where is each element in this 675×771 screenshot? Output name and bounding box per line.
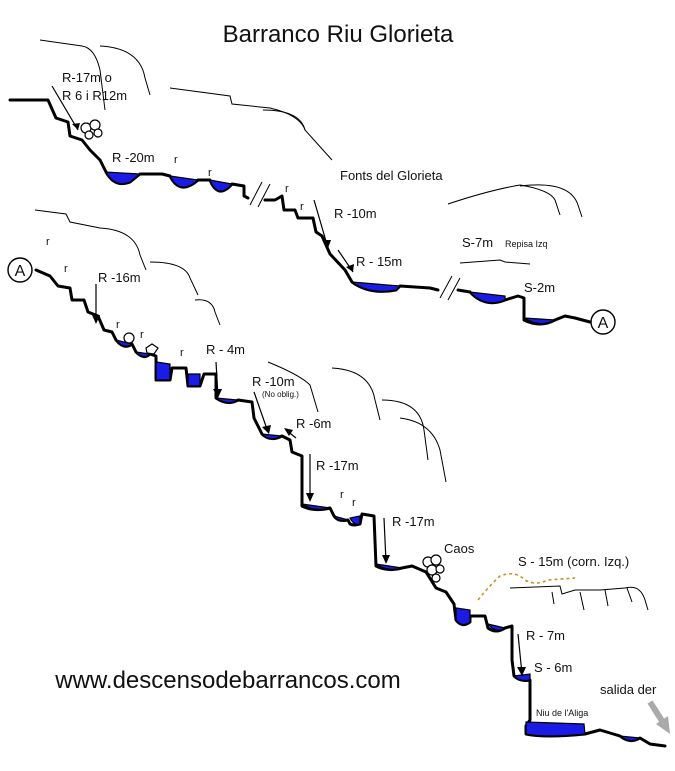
diagram-title: Barranco Riu Glorieta	[223, 21, 454, 48]
rappel-label: R -10m	[334, 206, 377, 221]
rappel-arrow	[337, 249, 354, 273]
boulder-icon	[422, 554, 445, 583]
connector-a-end: A	[590, 309, 616, 335]
website-url: www.descensodebarrancos.com	[54, 667, 401, 694]
rappel-label: R-17m o	[62, 70, 112, 85]
wall-line	[381, 399, 429, 461]
water-pool	[468, 291, 506, 304]
break-mark	[249, 181, 271, 208]
wall-line	[447, 184, 561, 216]
wall-line	[509, 585, 649, 611]
rappel-arrow	[51, 85, 80, 131]
jump-label: S - 6m	[534, 660, 572, 675]
rappel-arrow	[306, 454, 314, 502]
jump-label: S-2m	[524, 280, 555, 295]
wall-line	[262, 109, 306, 131]
wall-line	[34, 209, 147, 271]
rappel-arrow	[213, 361, 222, 398]
water-pool	[187, 373, 201, 387]
water-pool	[301, 503, 331, 510]
rappel-arrow	[92, 284, 100, 324]
water-pool	[349, 281, 402, 292]
water-pool	[618, 735, 642, 742]
water-pool	[168, 175, 200, 188]
wall-line	[267, 361, 319, 413]
water-pool	[375, 563, 403, 570]
water-pool	[523, 317, 558, 325]
wall-line	[169, 87, 333, 161]
break-mark	[439, 275, 461, 301]
rappel-label: R -6m	[296, 416, 331, 431]
water-pool	[155, 361, 171, 381]
svg-text:A: A	[15, 263, 26, 280]
wall-line	[194, 299, 221, 326]
boulder-icon	[123, 332, 159, 355]
small-rappel-label: r	[352, 497, 356, 509]
rappel-note: (No oblig.)	[262, 390, 299, 399]
wall-line	[399, 417, 447, 483]
wall-line	[551, 587, 633, 611]
wall-line	[331, 367, 381, 421]
small-rappel-label: r	[208, 167, 212, 179]
small-rappel-label: r	[180, 347, 184, 359]
small-rappel-label: r	[116, 319, 120, 331]
rappel-arrow	[517, 633, 526, 676]
water-pool	[512, 673, 531, 682]
water-pool	[525, 721, 586, 737]
wall-line	[99, 45, 151, 96]
small-rappel-label: r	[340, 489, 344, 501]
small-rappel-label: r	[174, 154, 178, 166]
rappel-label: R - 4m	[206, 342, 245, 357]
water-pool	[260, 433, 285, 440]
wall-line	[519, 184, 583, 218]
rappel-label: R 6 i R12m	[62, 88, 127, 103]
wall-line	[149, 261, 199, 296]
rappel-label: R - 15m	[356, 254, 402, 269]
exit-arrow-icon	[647, 700, 670, 734]
rappel-arrow	[253, 391, 271, 434]
rappel-label: R -10m	[252, 374, 295, 389]
small-rappel-label: r	[46, 236, 50, 248]
water-pool	[114, 338, 134, 347]
small-rappel-label: r	[140, 329, 144, 341]
rappel-label: R -20m	[112, 150, 155, 165]
rappel-label: R -17m	[316, 458, 359, 473]
water-pool	[209, 179, 234, 192]
rappel-arrow	[284, 428, 297, 439]
small-rappel-label: r	[300, 201, 304, 213]
small-rappel-label: r	[285, 183, 289, 195]
rappel-label: R -16m	[98, 270, 141, 285]
jump-note: Repisa Izq	[505, 239, 548, 249]
jump-label: S - 15m (corn. Izq.)	[518, 554, 629, 569]
water-pool	[332, 514, 349, 522]
rappel-arrow	[382, 517, 390, 564]
place-label: Caos	[444, 541, 475, 556]
rappel-arrow	[313, 199, 331, 249]
alternative-route-path	[477, 572, 576, 601]
exit-label: salida der	[600, 682, 657, 697]
wall-line	[39, 39, 106, 111]
svg-text:A: A	[598, 315, 609, 332]
place-label: Fonts del Glorieta	[340, 168, 443, 183]
boulder-icon	[80, 119, 103, 140]
rappel-label: R -17m	[392, 514, 435, 529]
water-pool	[215, 397, 240, 404]
jump-label: S-7m	[462, 235, 493, 250]
small-rappel-label: r	[64, 263, 68, 275]
water-pool	[455, 607, 471, 626]
wall-line	[459, 259, 531, 265]
rappel-label: R - 7m	[526, 628, 565, 643]
connector-a-start: A	[7, 257, 33, 283]
water-pool	[104, 171, 142, 185]
water-pool	[349, 515, 361, 525]
place-label: Niu de l'Aliga	[536, 708, 588, 718]
water-pool	[486, 623, 507, 631]
